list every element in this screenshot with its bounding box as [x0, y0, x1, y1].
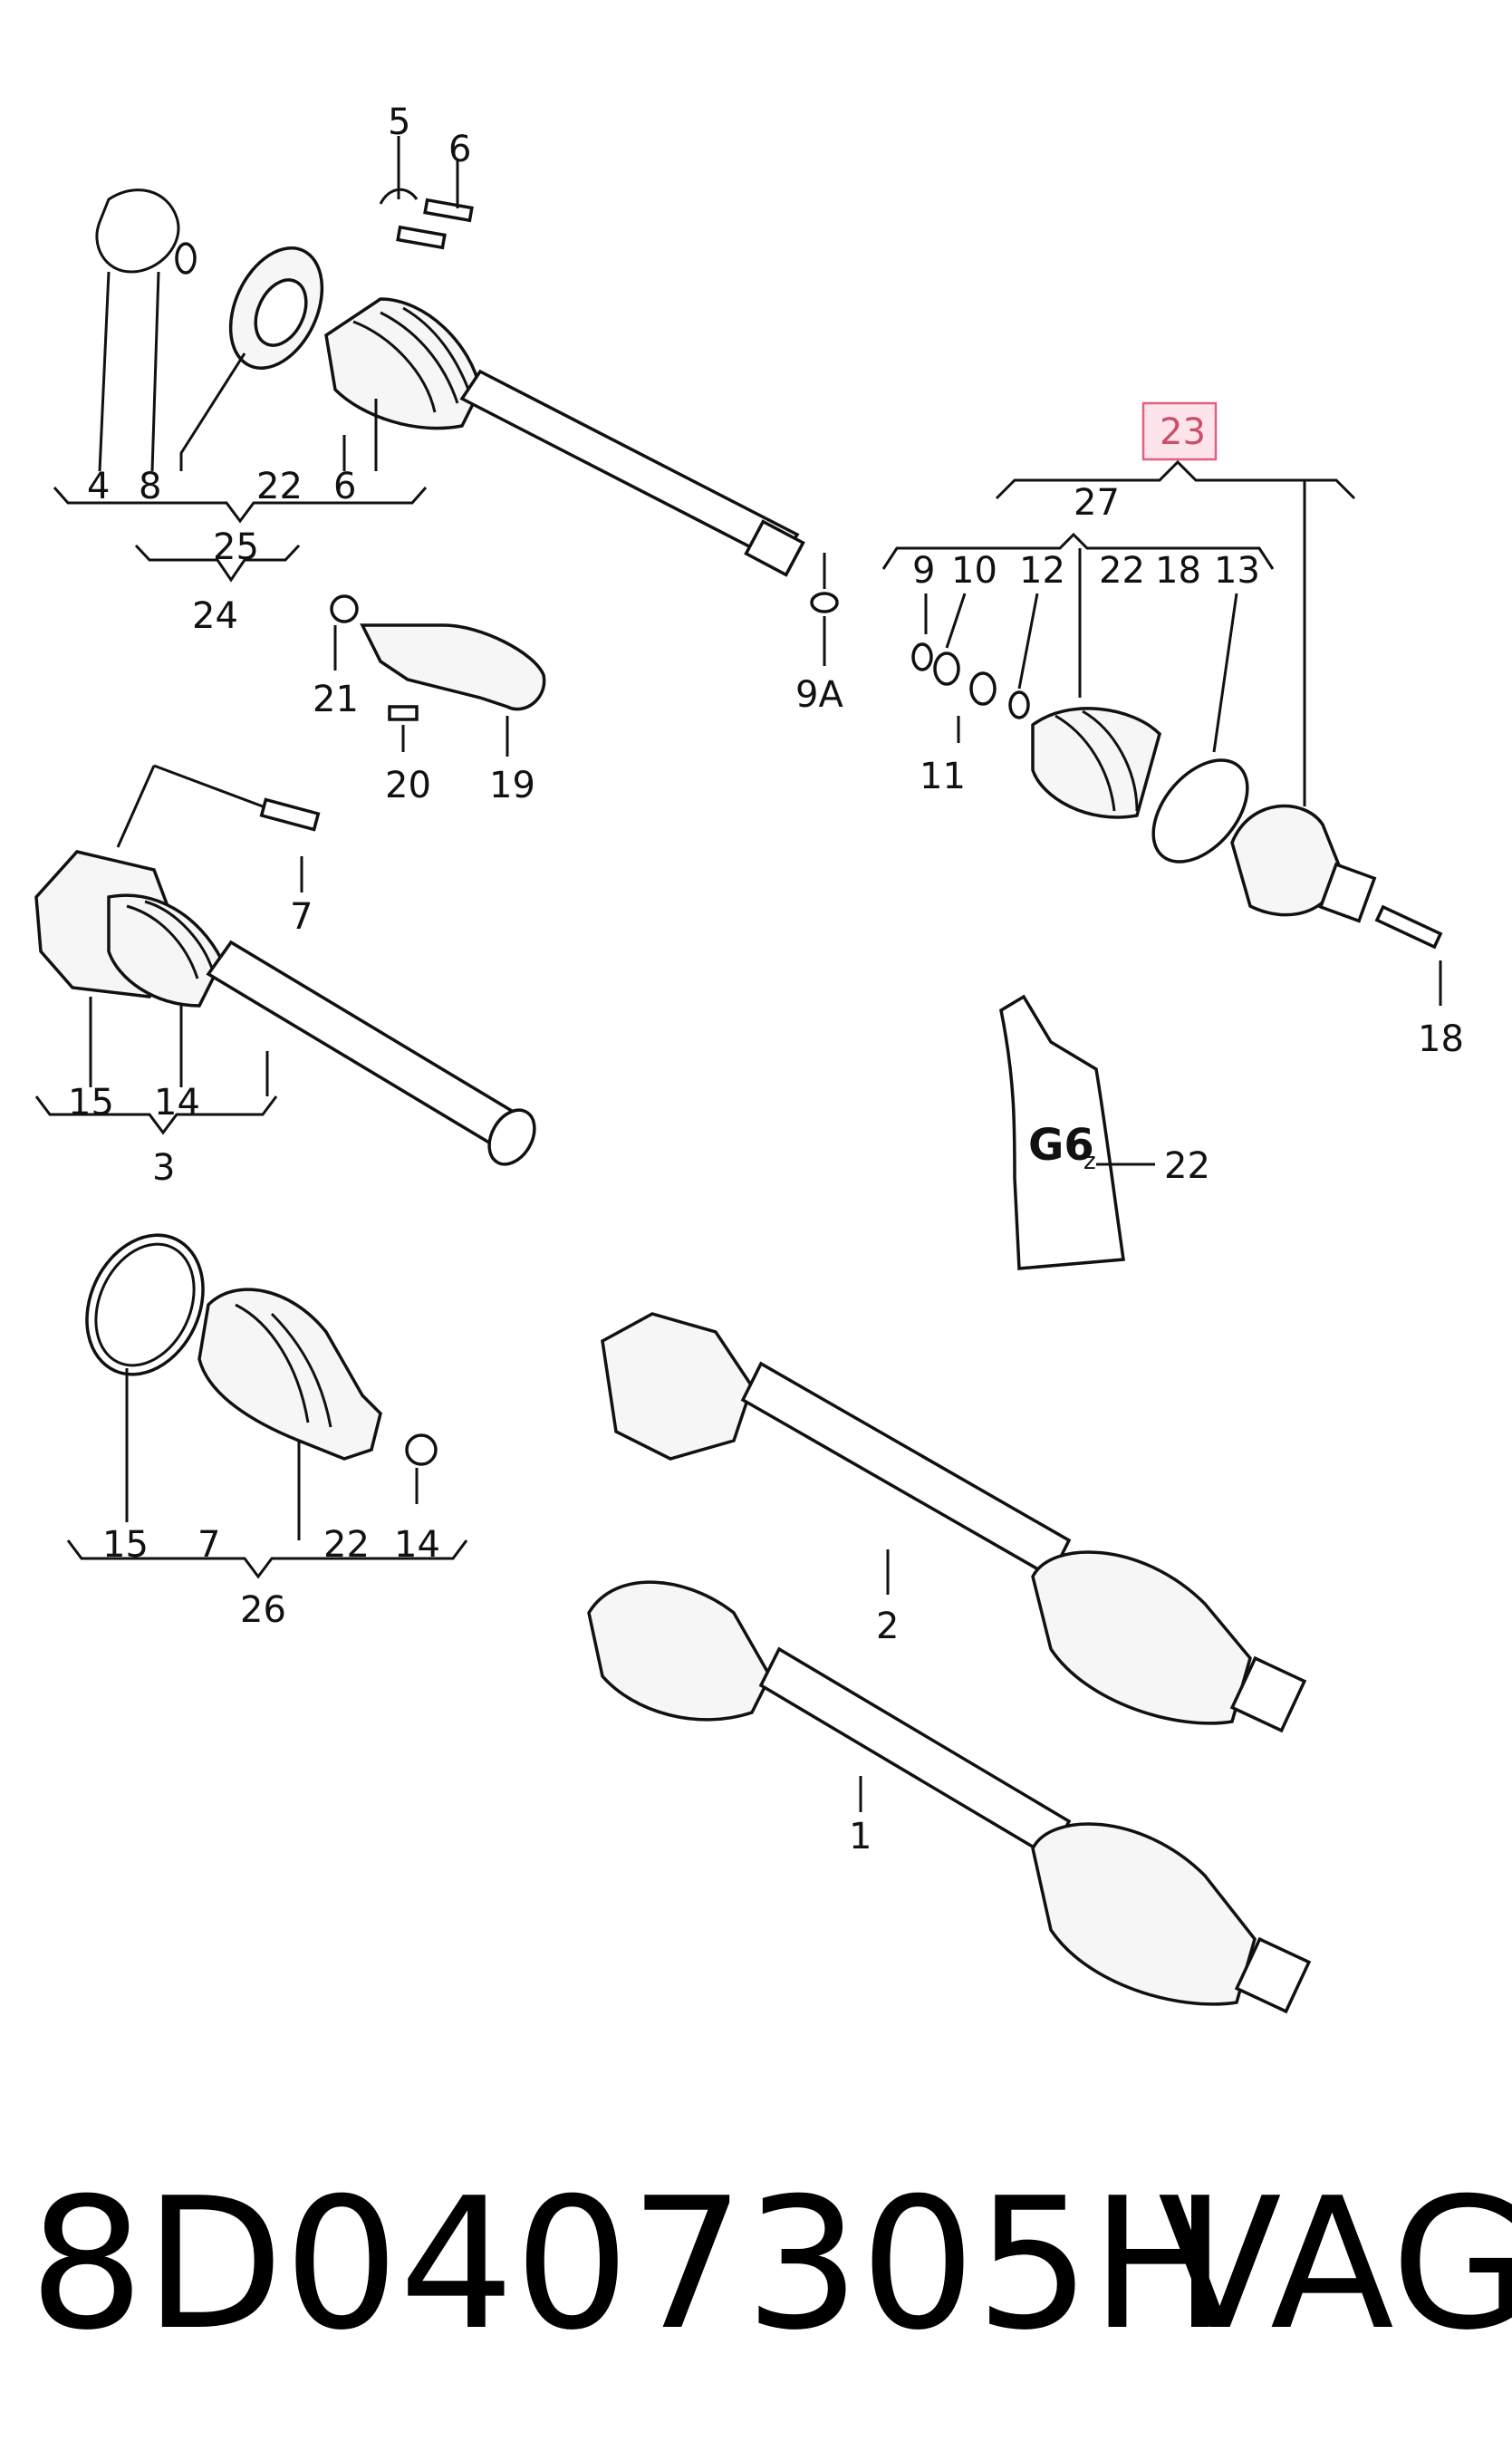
- callout-20: 20: [385, 765, 431, 806]
- callout-8: 8: [139, 466, 161, 507]
- heat-shield-assembly: 21 20 19: [313, 594, 546, 806]
- callout-3: 3: [152, 1147, 175, 1189]
- drive-shaft-2: 2: [601, 1312, 1307, 1733]
- parts-diagram: 4 8 22 6 25 24 5 6 9A 21 20 19: [34, 101, 1464, 2014]
- boot-part: [107, 893, 224, 1008]
- callout-22: 22: [256, 466, 303, 507]
- callout-22d: 22: [1164, 1145, 1210, 1187]
- callout-5: 5: [388, 101, 410, 143]
- callout-15b: 15: [102, 1524, 149, 1566]
- bolt-part: [388, 705, 419, 721]
- callout-26: 26: [240, 1589, 286, 1631]
- callout-23: 23: [1160, 411, 1206, 453]
- bolt-part: [259, 797, 321, 832]
- callout-21: 21: [313, 679, 359, 720]
- part-number: 8D0407305H: [29, 2159, 1228, 2370]
- callout-12: 12: [1019, 550, 1065, 592]
- callout-27: 27: [1074, 482, 1120, 524]
- grease-tube-assembly: G6 z 22: [999, 994, 1210, 1270]
- callout-19: 19: [489, 765, 535, 806]
- callout-25: 25: [213, 526, 259, 568]
- top-left-assembly: 4 8 22 6 25 24 5 6 9A: [53, 101, 843, 716]
- inner-joint-assembly: 7 15 14 3: [34, 764, 536, 1189]
- callout-11: 11: [920, 756, 966, 797]
- bolt-part: [396, 198, 474, 250]
- callout-14: 14: [154, 1082, 200, 1124]
- callout-22c: 22: [1099, 550, 1145, 592]
- boot-kit-assembly: 15 7 22 14 26: [66, 1233, 468, 1631]
- callout-22b: 22: [323, 1524, 370, 1566]
- callout-7: 7: [290, 896, 313, 938]
- clamp-small-part: [405, 1433, 438, 1466]
- callout-1: 1: [849, 1816, 872, 1857]
- bolt-part: [1374, 904, 1443, 950]
- callout-13: 13: [1214, 550, 1260, 592]
- tube-label: G6: [1028, 1120, 1094, 1171]
- boot-part: [324, 297, 482, 430]
- callout-18: 18: [1155, 550, 1201, 592]
- ring-part: [969, 671, 997, 706]
- stub-part: [1318, 862, 1377, 923]
- o-ring-part: [175, 242, 197, 275]
- shaft-part: [459, 369, 805, 577]
- callout-14b: 14: [394, 1524, 440, 1566]
- callout-6: 6: [333, 466, 356, 507]
- highlight-box: [1141, 401, 1218, 461]
- footer: 8D0407305H VAG: [0, 2147, 1512, 2383]
- spacer-part: [933, 651, 960, 686]
- joint-bearing-part: [228, 246, 324, 370]
- boot-part: [197, 1288, 382, 1461]
- grease-tube-part: [999, 994, 1125, 1270]
- callout-4: 4: [87, 466, 110, 507]
- nut-part: [330, 594, 359, 623]
- callout-6b: 6: [448, 129, 471, 170]
- heat-shield-part: [360, 623, 546, 711]
- circlip-part: [810, 592, 839, 613]
- callout-15: 15: [68, 1082, 114, 1124]
- callout-2: 2: [876, 1606, 899, 1647]
- shaft-part: [206, 940, 528, 1153]
- callout-24: 24: [192, 595, 238, 637]
- circlip-part: [1008, 690, 1030, 719]
- gasket-part: [95, 188, 180, 274]
- brand-name: VAG: [1158, 2159, 1512, 2370]
- tube-label-sub: z: [1083, 1148, 1096, 1175]
- spacer-part: [911, 642, 933, 671]
- callout-9A: 9A: [795, 674, 843, 716]
- callout-7b: 7: [197, 1524, 220, 1566]
- boot-part: [1031, 707, 1161, 819]
- outer-joint-assembly: 23 27 9 10 12 22 18 13 11 18: [881, 401, 1464, 1060]
- callout-9: 9: [912, 550, 935, 592]
- clamp-part: [85, 1233, 205, 1376]
- drive-shaft-1: 1: [587, 1580, 1312, 2014]
- callout-10: 10: [951, 550, 997, 592]
- callout-18b: 18: [1418, 1018, 1464, 1060]
- clamp-part: [1151, 758, 1249, 864]
